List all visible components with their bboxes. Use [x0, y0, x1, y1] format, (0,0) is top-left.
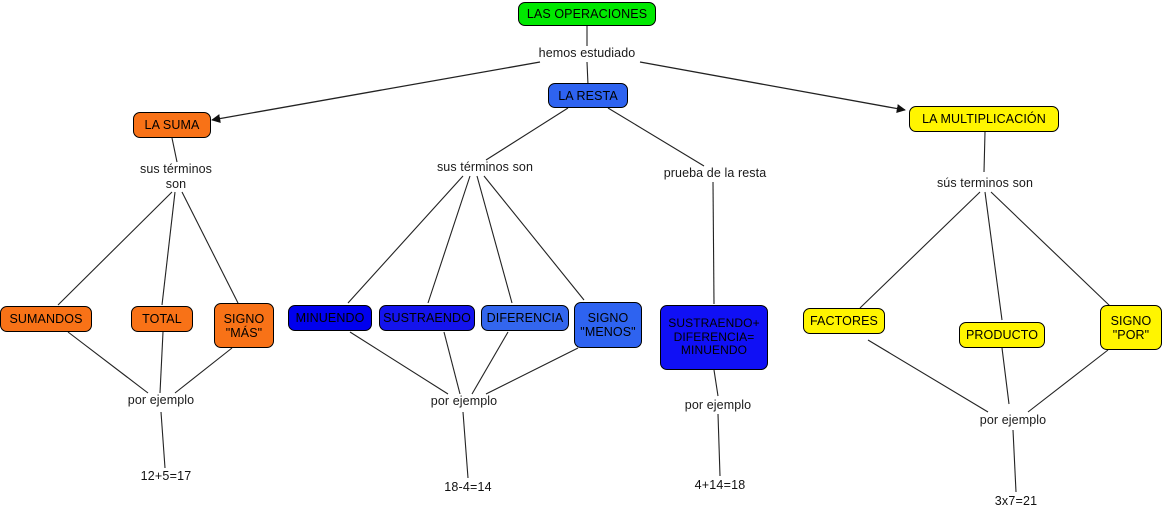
example-value-multiplicacion: 3x7=21 [994, 494, 1038, 508]
edge-prueba-label-to-node [712, 181, 715, 305]
node-signo-menos[interactable]: SIGNO "MENOS" [574, 302, 642, 348]
edge-hemos-estudiado-to-suma [211, 61, 541, 124]
node-minuendo[interactable]: MINUENDO [288, 305, 372, 331]
node-factores[interactable]: FACTORES [803, 308, 885, 334]
edge-signo-menos-to-por-ejemplo [485, 347, 579, 395]
edge-diferencia-to-por-ejemplo [471, 331, 509, 395]
link-label-multiplicacion-terminos-son: sús terminos son [936, 176, 1034, 190]
edge-resta-to-terminos [485, 107, 569, 161]
link-label-por-ejemplo-multiplicacion: por ejemplo [979, 413, 1047, 427]
edge-multi-por-ejemplo-to-example [1012, 429, 1017, 493]
edge-signo-por-to-por-ejemplo [1027, 349, 1109, 413]
node-sumandos[interactable]: SUMANDOS [0, 306, 92, 332]
edge-suma-por-ejemplo-to-example [160, 411, 166, 469]
example-value-prueba: 4+14=18 [694, 478, 746, 492]
link-label-prueba-de-la-resta: prueba de la resta [663, 166, 767, 180]
edge-resta-terminos-to-signo-menos [483, 175, 585, 301]
edge-resta-por-ejemplo-to-example [462, 411, 469, 479]
example-value-resta: 18-4=14 [444, 480, 492, 494]
edge-prueba-node-to-por-ejemplo [713, 369, 719, 397]
link-label-resta-terminos-son: sus términos son [436, 160, 534, 174]
node-la-suma[interactable]: LA SUMA [133, 112, 211, 138]
edge-prueba-por-ejemplo-to-example [717, 413, 721, 477]
edge-factores-to-por-ejemplo [867, 339, 989, 413]
edge-suma-terminos-to-total [161, 191, 176, 306]
edge-total-to-por-ejemplo [159, 331, 164, 394]
link-label-suma-terminos-son: sus términos son [139, 162, 213, 191]
node-prueba-de-la-resta[interactable]: SUSTRAENDO+ DIFERENCIA= MINUENDO [660, 305, 768, 370]
edge-resta-terminos-to-sustraendo [427, 175, 471, 304]
edge-resta-to-prueba [607, 107, 705, 167]
edge-resta-terminos-to-minuendo [347, 175, 464, 304]
edge-sustraendo-to-por-ejemplo [443, 331, 461, 395]
node-total[interactable]: TOTAL [131, 306, 193, 332]
edge-producto-to-por-ejemplo [1001, 347, 1010, 405]
link-label-por-ejemplo-resta: por ejemplo [430, 394, 498, 408]
edge-hemos-estudiado-to-resta [586, 61, 589, 86]
edge-resta-terminos-to-diferencia [476, 175, 513, 304]
link-label-por-ejemplo-suma: por ejemplo [127, 393, 195, 407]
edge-sumandos-to-por-ejemplo [67, 331, 149, 394]
link-label-por-ejemplo-prueba: por ejemplo [684, 398, 752, 412]
link-label-hemos-estudiado: hemos estudiado [538, 46, 636, 60]
node-diferencia[interactable]: DIFERENCIA [481, 305, 569, 331]
edge-suma-terminos-to-signo-mas [181, 191, 239, 304]
edge-suma-terminos-to-sumandos [57, 191, 173, 306]
edge-multiplicacion-to-terminos [983, 131, 986, 173]
edge-multi-terminos-to-signo-por [990, 191, 1111, 307]
node-signo-por[interactable]: SIGNO "POR" [1100, 305, 1162, 350]
node-la-resta[interactable]: LA RESTA [548, 83, 628, 108]
edge-multi-terminos-to-producto [984, 191, 1003, 321]
edge-suma-to-terminos [171, 137, 178, 163]
edge-minuendo-to-por-ejemplo [349, 331, 449, 395]
example-value-suma: 12+5=17 [140, 469, 192, 483]
node-producto[interactable]: PRODUCTO [959, 322, 1045, 348]
edge-signo-mas-to-por-ejemplo [174, 347, 233, 394]
edge-multi-terminos-to-factores [859, 191, 981, 309]
edge-hemos-estudiado-to-multiplicacion [639, 61, 906, 114]
node-las-operaciones[interactable]: LAS OPERACIONES [518, 2, 656, 26]
node-la-multiplicacion[interactable]: LA MULTIPLICACIÓN [909, 106, 1059, 132]
node-sustraendo[interactable]: SUSTRAENDO [379, 305, 475, 331]
node-signo-mas[interactable]: SIGNO "MÁS" [214, 303, 274, 348]
